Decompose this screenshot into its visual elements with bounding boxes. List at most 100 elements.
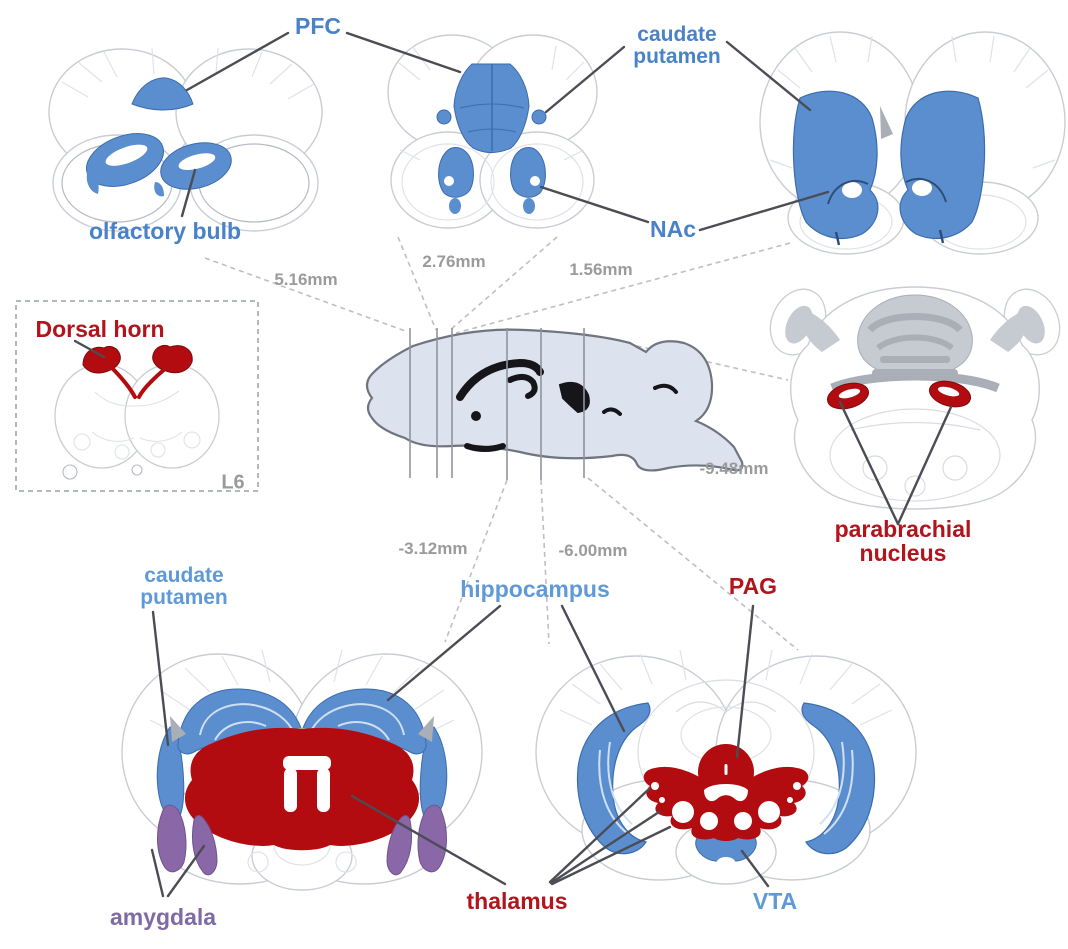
coronal-section-600 xyxy=(535,649,917,885)
label-caudate-putamen-top: caudate putamen xyxy=(633,22,721,68)
midbrain-white-holes xyxy=(651,782,801,830)
gray-wedge-left xyxy=(170,716,186,742)
region-olfactory-bulb-right xyxy=(160,142,232,190)
region-caudate-dot-right xyxy=(531,109,547,125)
inset-dashed-border xyxy=(15,300,259,492)
label-nac: NAc xyxy=(649,215,697,242)
pons-detail-lines xyxy=(829,408,1001,502)
region-parabrachial-right xyxy=(928,380,972,408)
leader-vta xyxy=(740,849,770,888)
region-olfactory-bulb-left xyxy=(86,133,164,187)
hippocampus-inner-lines xyxy=(598,741,854,835)
folia-bar-2 xyxy=(872,369,958,377)
leader-thalamus-fan-3 xyxy=(550,825,672,886)
coronal-section-276 xyxy=(387,34,598,229)
nac-left-tail xyxy=(449,198,461,214)
region-nac-left xyxy=(438,147,474,198)
label-thalamus: thalamus xyxy=(466,887,568,914)
dashed-line-276b xyxy=(448,236,558,332)
leader-pfc-mid xyxy=(345,31,462,74)
label-dorsal-horn: Dorsal horn xyxy=(35,315,165,342)
dashed-line-276a xyxy=(397,236,437,331)
label-pag: PAG xyxy=(728,572,778,599)
wing-gray-right xyxy=(990,310,1030,352)
leader-parabrachial-right xyxy=(896,405,953,526)
region-nac-right xyxy=(510,147,546,198)
ac-hole-right xyxy=(912,180,932,196)
coronal-section-156 xyxy=(759,31,1066,255)
leader-thalamus-fan-2 xyxy=(549,810,661,885)
label-spinal-level: L6 xyxy=(221,471,245,494)
region-hippocampus-left xyxy=(576,702,651,855)
label-amygdala: amygdala xyxy=(109,903,217,930)
label-olfactory-bulb: olfactory bulb xyxy=(88,217,242,244)
nac-right-tail xyxy=(523,198,535,214)
leader-amygdala-2 xyxy=(166,844,206,898)
tick-right xyxy=(938,229,945,244)
region-olfactory-bulb-right-tail xyxy=(154,182,164,197)
leader-parabrachial-left xyxy=(838,400,900,526)
label-caudate-putamen-bottom: caudate putamen xyxy=(140,563,228,609)
dorsal-horn-left-stem xyxy=(110,366,137,399)
ac-hole-left xyxy=(842,182,862,198)
region-caudate-putamen-right xyxy=(899,90,986,240)
gray-wedge-right xyxy=(418,716,434,742)
label-vta: VTA xyxy=(752,887,798,914)
dashed-line-156 xyxy=(455,242,791,334)
folia-bar-1 xyxy=(880,356,950,363)
leader-thalamus-left-section xyxy=(350,794,507,886)
vta-notch xyxy=(716,857,736,871)
coronal-section-516 xyxy=(48,47,323,232)
leader-nac-mid xyxy=(539,185,650,224)
coordinate-600: -6.00mm xyxy=(558,541,628,561)
leader-caudate-top-right xyxy=(725,40,812,112)
nac-left-core xyxy=(444,176,454,186)
nac-boundary-left xyxy=(827,179,869,205)
leader-hippocampus-right xyxy=(560,604,626,733)
region-hippocampus-right xyxy=(801,702,876,855)
wing-gray-left xyxy=(800,310,840,352)
coordinate-156: 1.56mm xyxy=(569,260,633,280)
dashed-line-600a xyxy=(540,479,550,645)
dashed-connector-lines xyxy=(204,236,799,651)
region-pfc-left xyxy=(131,77,194,111)
sagittal-internal-structures xyxy=(456,358,678,452)
dashed-line-948 xyxy=(583,333,789,381)
hippocampus-inner-lines xyxy=(199,703,405,741)
dashed-line-516 xyxy=(204,257,409,333)
region-dorsal-horn-right xyxy=(152,344,193,374)
region-caudate-putamen-left xyxy=(792,90,879,240)
region-olfactory-bulb-left-tail xyxy=(86,166,99,194)
dorsal-horn-inset-box xyxy=(15,300,259,492)
label-pfc: PFC xyxy=(295,12,341,39)
coronal-section-948 xyxy=(769,286,1061,510)
septum-gray-left xyxy=(880,106,893,139)
dorsal-horn-right-stem xyxy=(137,366,168,399)
leader-hippocampus-left xyxy=(386,604,502,702)
coordinate-516: 5.16mm xyxy=(274,270,338,290)
leader-nac-right xyxy=(698,190,830,232)
cord-detail-lines xyxy=(62,390,201,480)
leader-caudate-bottom xyxy=(151,610,170,747)
leader-pag xyxy=(735,604,755,759)
tick-left xyxy=(834,231,841,246)
coronal-section-312 xyxy=(121,649,483,891)
dashed-line-600b xyxy=(587,477,799,651)
sagittal-outline xyxy=(365,328,744,472)
nac-right-core xyxy=(530,176,540,186)
leader-amygdala-1 xyxy=(150,848,165,898)
coordinate-312: -3.12mm xyxy=(398,539,468,559)
dashed-line-312 xyxy=(444,479,508,643)
leader-olfactory-bulb xyxy=(180,168,197,218)
leader-dorsal-horn xyxy=(73,339,106,359)
thalamus-ventricle-white xyxy=(283,756,331,812)
pfc-seam-lines xyxy=(459,64,525,151)
label-parabrachial-nucleus: parabrachial nucleus xyxy=(834,515,972,566)
leader-pfc-left xyxy=(185,31,290,92)
section-plane-lines xyxy=(409,328,585,480)
pag-aqueduct xyxy=(724,764,728,775)
leader-lines xyxy=(73,31,953,898)
coordinate-276: 2.76mm xyxy=(422,252,486,272)
